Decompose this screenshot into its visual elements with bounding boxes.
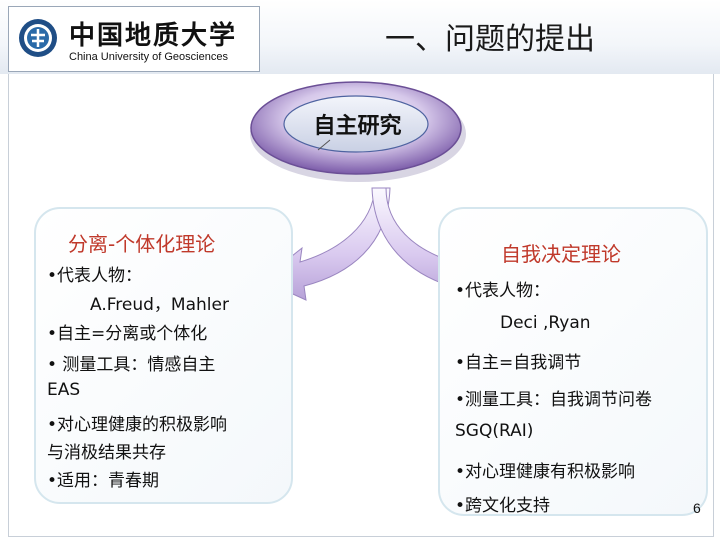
right-panel-line: •跨文化支持 (455, 491, 550, 516)
hub-label: 自主研究 (275, 108, 440, 140)
right-panel-line: Deci ,Ryan (500, 313, 591, 333)
left-panel-line: •代表人物： (47, 261, 142, 286)
right-panel-line: •测量工具：自我调节问卷 (455, 385, 652, 410)
right-panel-line: •代表人物： (455, 276, 550, 301)
page-number: 6 (693, 500, 701, 516)
right-panel-title: 自我决定理论 (501, 238, 621, 267)
left-panel-title: 分离-个体化理论 (68, 228, 215, 257)
left-panel-line: •适用：青春期 (47, 466, 159, 491)
right-panel-line: •对心理健康有积极影响 (455, 457, 635, 482)
left-panel-line: A.Freud，Mahler (90, 290, 229, 315)
left-panel-line: 与消极结果共存 (47, 438, 166, 463)
left-panel-line: • 测量工具：情感自主 (47, 350, 215, 375)
right-panel-line: SGQ(RAI) (455, 421, 533, 441)
left-panel-line: EAS (47, 380, 80, 400)
left-panel-line: •自主=分离或个体化 (47, 319, 207, 344)
left-panel-line: •对心理健康的积极影响 (47, 410, 227, 435)
right-panel-line: •自主=自我调节 (455, 348, 581, 373)
